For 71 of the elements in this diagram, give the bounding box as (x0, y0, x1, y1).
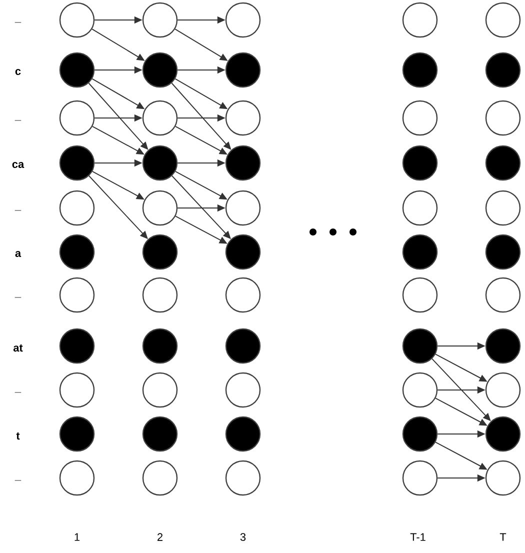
lattice-circle (225, 460, 261, 496)
lattice-circle (59, 460, 95, 496)
lattice-circle (142, 234, 178, 270)
lattice-circle (485, 52, 521, 88)
lattice-circle (402, 372, 438, 408)
lattice-circle (59, 416, 95, 452)
column-label: T (500, 533, 506, 541)
column-label: 1 (74, 533, 80, 541)
lattice-circle (485, 2, 521, 38)
lattice-circle (59, 234, 95, 270)
row-label: _ (14, 392, 22, 393)
lattice-circle (485, 277, 521, 313)
lattice-circle (485, 190, 521, 226)
row-label: a (15, 251, 22, 257)
row-label: _ (14, 210, 22, 211)
lattice-circle (142, 190, 178, 226)
lattice-circle (225, 277, 261, 313)
column-label: 3 (240, 533, 246, 541)
row-label: t (16, 432, 20, 440)
lattice-circle (59, 328, 95, 364)
lattice-circle (485, 372, 521, 408)
lattice-circle (142, 460, 178, 496)
lattice-circle (402, 277, 438, 313)
lattice-circle (225, 234, 261, 270)
lattice-circle (142, 277, 178, 313)
lattice-circle (225, 372, 261, 408)
row-label: _ (14, 120, 22, 121)
lattice-circle (485, 145, 521, 181)
lattice-circle (59, 190, 95, 226)
lattice-circle (402, 2, 438, 38)
row-label: at (13, 344, 23, 352)
lattice-circle (402, 52, 438, 88)
lattice-circle (59, 100, 95, 136)
row-label: c (15, 69, 21, 75)
row-label: _ (14, 297, 22, 298)
lattice-circle (59, 52, 95, 88)
lattice-circle (225, 100, 261, 136)
lattice-circle (402, 190, 438, 226)
lattice-circle (402, 416, 438, 452)
lattice-circle (59, 145, 95, 181)
lattice-circle (225, 52, 261, 88)
lattice-circle (402, 145, 438, 181)
lattice-circle (225, 328, 261, 364)
lattice-circle (485, 234, 521, 270)
row-label: ca (12, 162, 24, 168)
lattice-circle (142, 372, 178, 408)
lattice-circle (485, 328, 521, 364)
lattice-circle (402, 460, 438, 496)
lattice-circle (59, 2, 95, 38)
column-label: 2 (158, 533, 162, 541)
lattice-circle (225, 145, 261, 181)
lattice-circle (59, 277, 95, 313)
lattice-circle (402, 328, 438, 364)
lattice-circle (142, 52, 178, 88)
row-label: _ (14, 22, 22, 23)
lattice-circle (225, 416, 261, 452)
lattice-circle (142, 416, 178, 452)
column-label: T-1 (410, 533, 426, 541)
lattice-circle (225, 2, 261, 38)
lattice-circle (142, 328, 178, 364)
lattice-circle (402, 234, 438, 270)
lattice-circle (142, 2, 178, 38)
lattice-circle (142, 145, 178, 181)
lattice-circle (485, 460, 521, 496)
row-label: _ (14, 480, 22, 481)
lattice-circle (485, 416, 521, 452)
lattice-circle (142, 100, 178, 136)
lattice-circle (402, 100, 438, 136)
lattice-circle (225, 190, 261, 226)
lattice-circle (59, 372, 95, 408)
lattice-circle (485, 100, 521, 136)
